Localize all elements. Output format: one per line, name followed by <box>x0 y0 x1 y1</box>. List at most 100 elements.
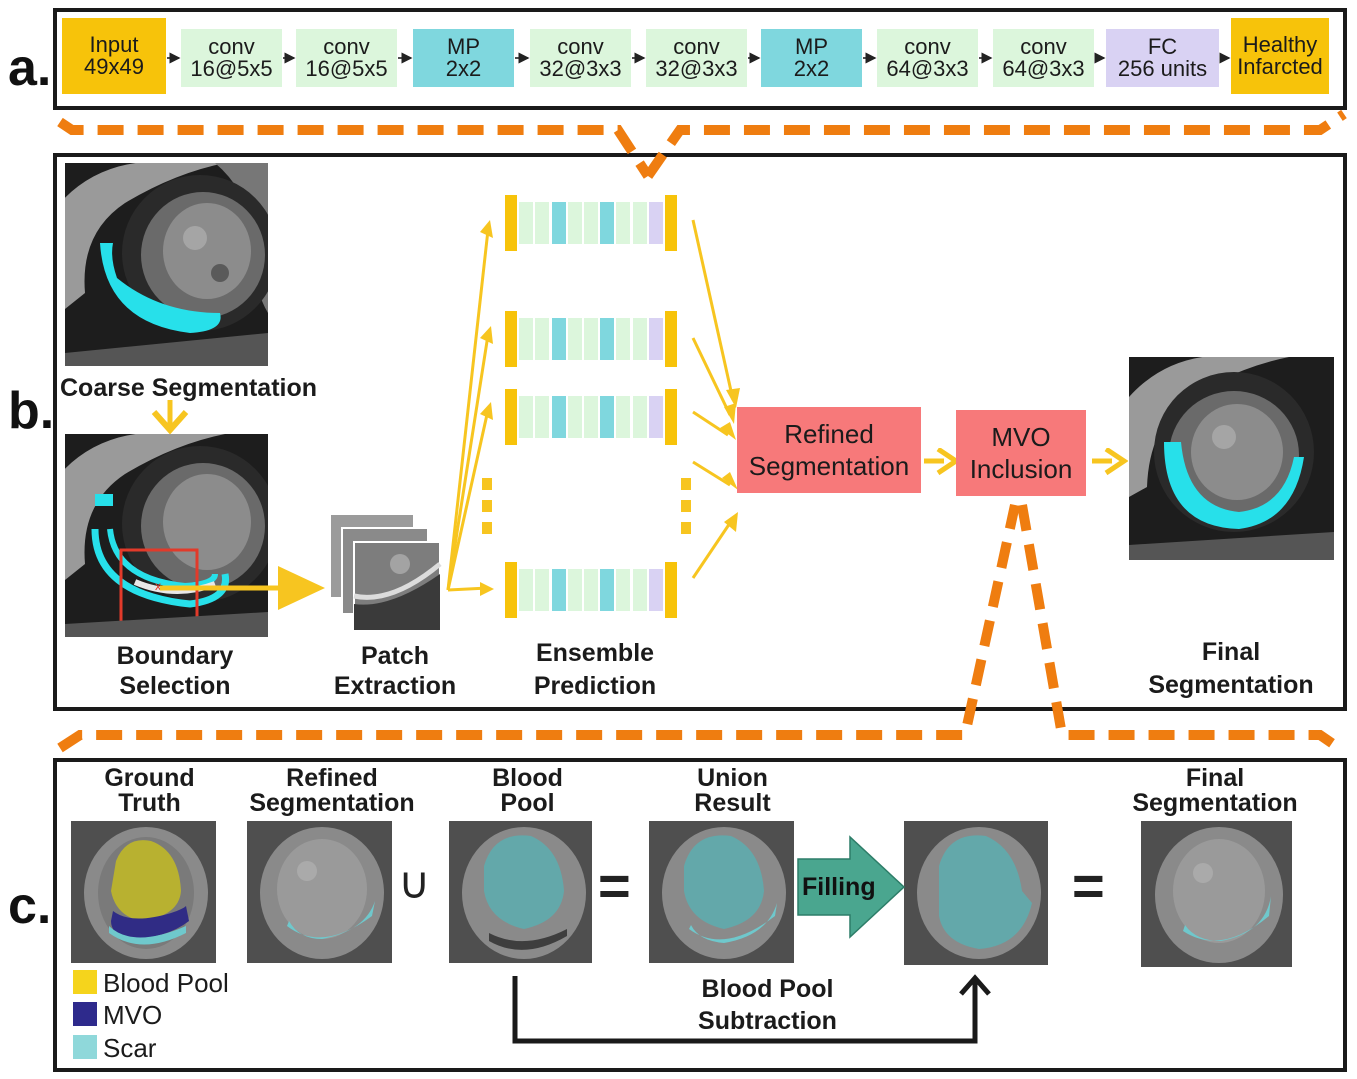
panel-label-b: b. <box>8 382 55 440</box>
filled-result-image <box>904 821 1048 965</box>
final-segmentation-c-image <box>1141 821 1292 967</box>
ensemble-layer-block <box>648 318 663 360</box>
ensemble-layer-block <box>505 389 517 445</box>
ensemble-layer-block <box>600 569 615 611</box>
ensemble-layer-block <box>567 569 582 611</box>
ensemble-layer-block <box>648 569 663 611</box>
ensemble-layer-block <box>505 311 517 367</box>
union-symbol: ∪ <box>398 859 431 908</box>
ensemble-layer-block <box>616 396 631 438</box>
fanin-arrows <box>691 219 740 579</box>
ensemble-layer-block <box>584 202 598 244</box>
ensemble-layer-block <box>665 389 677 445</box>
ensemble-layer-block <box>505 195 517 251</box>
equals-symbol-1: = <box>598 854 631 917</box>
ensemble-layer-block <box>665 562 677 618</box>
ensemble-layer-block <box>567 202 582 244</box>
ensemble-layer-block <box>535 202 550 244</box>
ensemble-layer-block <box>584 569 598 611</box>
ensemble-layer-block <box>505 562 517 618</box>
ensemble-network-2 <box>505 311 685 367</box>
ensemble-layer-block <box>648 202 663 244</box>
panel-label-a: a. <box>8 39 52 97</box>
refined-segmentation-c-image <box>247 821 392 963</box>
ensemble-layer-block <box>632 318 647 360</box>
ensemble-layer-block <box>519 202 534 244</box>
legend-label-mvo: MVO <box>103 1000 163 1030</box>
ensemble-ellipsis-left <box>482 478 492 540</box>
legend-swatch-scar <box>73 1035 97 1059</box>
ensemble-layer-block <box>584 396 598 438</box>
ensemble-layer-block <box>535 318 550 360</box>
ensemble-layer-block <box>535 569 550 611</box>
blood-pool-image <box>449 821 592 963</box>
ensemble-layer-block <box>567 318 582 360</box>
ensemble-layer-block <box>600 202 615 244</box>
ensemble-network-1 <box>505 195 685 251</box>
ensemble-layer-block <box>616 569 631 611</box>
patch-stack-image <box>330 514 442 632</box>
ensemble-layer-block <box>535 396 550 438</box>
arrow-mvo-to-final <box>1092 448 1128 476</box>
legend-swatch-blood-pool <box>73 970 97 994</box>
ensemble-network-3 <box>505 389 685 445</box>
legend-swatch-mvo <box>73 1002 97 1026</box>
blood-pool-subtraction-arrow <box>512 974 991 1044</box>
fanout-arrows <box>446 220 494 596</box>
final-segmentation-image <box>1129 357 1334 560</box>
ensemble-layer-block <box>632 569 647 611</box>
coarse-segmentation-image <box>65 163 268 366</box>
network-arrows <box>167 52 1231 64</box>
ensemble-layer-block <box>600 318 615 360</box>
legend-label-scar: Scar <box>103 1033 157 1063</box>
ensemble-layer-block <box>648 396 663 438</box>
ensemble-layer-block <box>519 569 534 611</box>
ensemble-layer-block <box>632 202 647 244</box>
ensemble-layer-block <box>519 318 534 360</box>
ensemble-network-4 <box>505 562 685 618</box>
ensemble-layer-block <box>665 195 677 251</box>
ground-truth-image <box>71 821 216 963</box>
ensemble-layer-block <box>567 396 582 438</box>
ensemble-layer-block <box>519 396 534 438</box>
down-chevron-icon <box>151 400 189 435</box>
panel-label-c: c. <box>8 877 52 935</box>
filling-arrow-icon <box>797 835 906 939</box>
ensemble-layer-block <box>632 396 647 438</box>
legend-label-blood-pool: Blood Pool <box>103 968 229 998</box>
equals-symbol-2: = <box>1072 854 1105 917</box>
ensemble-layer-block <box>616 202 631 244</box>
arrow-refined-to-mvo <box>924 448 960 476</box>
ensemble-layer-block <box>600 396 615 438</box>
ensemble-layer-block <box>551 318 566 360</box>
ensemble-layer-block <box>551 396 566 438</box>
ensemble-layer-block <box>551 569 566 611</box>
ensemble-layer-block <box>665 311 677 367</box>
patch-arrow <box>160 566 325 610</box>
ensemble-layer-block <box>616 318 631 360</box>
ensemble-layer-block <box>584 318 598 360</box>
union-result-image <box>649 821 794 963</box>
coarse-segmentation-caption: Coarse Segmentation <box>60 374 318 402</box>
filling-label: Filling <box>802 873 876 901</box>
